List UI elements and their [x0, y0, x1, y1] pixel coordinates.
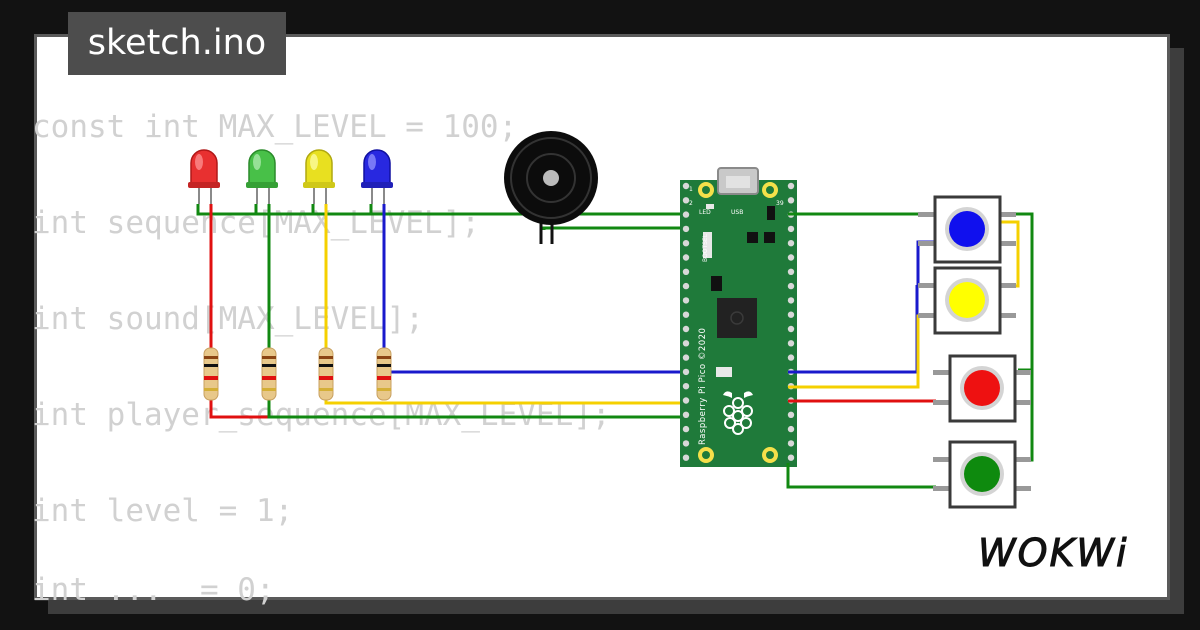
wire-blue-button: [916, 240, 934, 287]
header-pin[interactable]: [682, 354, 690, 361]
resistor[interactable]: [203, 347, 219, 401]
header-pin[interactable]: [682, 340, 690, 347]
header-pin[interactable]: [682, 254, 690, 261]
header-pin[interactable]: [787, 340, 795, 347]
usb-label: USB: [731, 209, 743, 216]
pin-number: 1: [689, 186, 693, 193]
header-pin[interactable]: [682, 397, 690, 404]
wire-green-button-pico: [786, 463, 936, 489]
code-line: int level = 1;: [32, 493, 294, 529]
button-blue[interactable]: [918, 195, 1016, 264]
header-pin[interactable]: [682, 197, 690, 204]
pin-number: 2: [689, 200, 693, 207]
header-pin[interactable]: [682, 240, 690, 247]
buzzer-icon[interactable]: [504, 131, 598, 244]
header-pin[interactable]: [682, 225, 690, 233]
wire-blue-button-pico: [788, 285, 919, 374]
header-pin[interactable]: [787, 440, 795, 447]
led-green[interactable]: [246, 149, 278, 188]
resistor[interactable]: [318, 347, 334, 401]
header-pin[interactable]: [682, 268, 690, 275]
header-pin[interactable]: [682, 297, 690, 304]
wokwi-logo-text: WOKWi: [978, 531, 1129, 575]
header-pin[interactable]: [682, 182, 690, 190]
wokwi-logo[interactable]: WOKWi: [976, 528, 1151, 578]
header-pin[interactable]: [682, 325, 690, 333]
wire-yellow-button: [1000, 220, 1020, 288]
board-name-label: Raspberry Pi Pico ©2020: [698, 328, 708, 445]
header-pin[interactable]: [787, 354, 795, 361]
raspberry-pi-pico-board[interactable]: LED USB 1 2 39 BOOTSEL Raspberry Pi Pico…: [680, 167, 797, 467]
header-pin[interactable]: [682, 282, 690, 290]
header-pin[interactable]: [787, 411, 795, 418]
header-pin[interactable]: [682, 211, 690, 218]
header-pin[interactable]: [787, 225, 795, 233]
led-label: LED: [699, 209, 711, 216]
button-yellow[interactable]: [918, 266, 1016, 335]
wire-buzzer: [542, 226, 688, 230]
button-red[interactable]: [933, 354, 1031, 423]
header-pin[interactable]: [682, 454, 690, 461]
header-pin[interactable]: [787, 425, 795, 433]
header-pin[interactable]: [787, 454, 795, 461]
header-pin[interactable]: [787, 282, 795, 290]
code-line: const int MAX_LEVEL = 100;: [32, 109, 518, 145]
wire-blue-resistor: [382, 370, 688, 380]
resistor[interactable]: [376, 347, 392, 401]
button-green[interactable]: [933, 440, 1031, 509]
header-pin[interactable]: [682, 411, 690, 418]
header-pin[interactable]: [682, 383, 690, 390]
header-pin[interactable]: [682, 311, 690, 318]
header-pin[interactable]: [682, 368, 690, 376]
led-blue[interactable]: [361, 149, 393, 188]
pin-header-left: [682, 182, 690, 461]
led-yellow[interactable]: [303, 149, 335, 188]
raspberry-logo-icon: [723, 391, 753, 435]
header-pin[interactable]: [787, 311, 795, 318]
pin-header-right: [787, 182, 795, 461]
wire-yellow-button-pico: [788, 314, 934, 389]
header-pin[interactable]: [787, 254, 795, 261]
header-pin[interactable]: [787, 297, 795, 304]
header-pin[interactable]: [787, 268, 795, 275]
code-line: int sound[MAX_LEVEL];: [32, 301, 424, 337]
bootsel-label: BOOTSEL: [702, 233, 709, 262]
header-pin[interactable]: [787, 240, 795, 247]
led-legs: [198, 188, 385, 204]
code-line: int sequence[MAX_LEVEL];: [32, 205, 480, 241]
header-pin[interactable]: [682, 440, 690, 447]
code-line: int ... = 0;: [32, 572, 275, 608]
header-pin[interactable]: [787, 182, 795, 190]
file-title-tab[interactable]: sketch.ino: [68, 12, 286, 75]
header-pin[interactable]: [682, 425, 690, 433]
header-pin[interactable]: [787, 325, 795, 333]
wire-ground-rail: [196, 204, 688, 216]
led-red[interactable]: [188, 149, 220, 188]
resistor[interactable]: [261, 347, 277, 401]
header-pin[interactable]: [787, 197, 795, 204]
pin-number: 39: [776, 200, 784, 207]
